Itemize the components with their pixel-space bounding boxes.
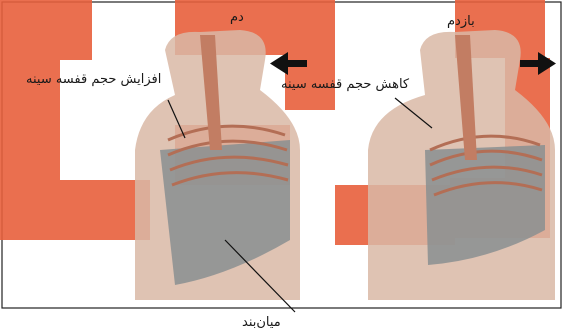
label-inhale: دم	[230, 10, 244, 25]
label-exhale: بازدم	[447, 14, 475, 29]
label-volume-increase: افزایش حجم قفسه سینه	[26, 72, 161, 87]
label-diaphragm: میان‌بند	[242, 315, 281, 330]
label-volume-decrease: کاهش حجم قفسه سینه	[281, 77, 409, 92]
